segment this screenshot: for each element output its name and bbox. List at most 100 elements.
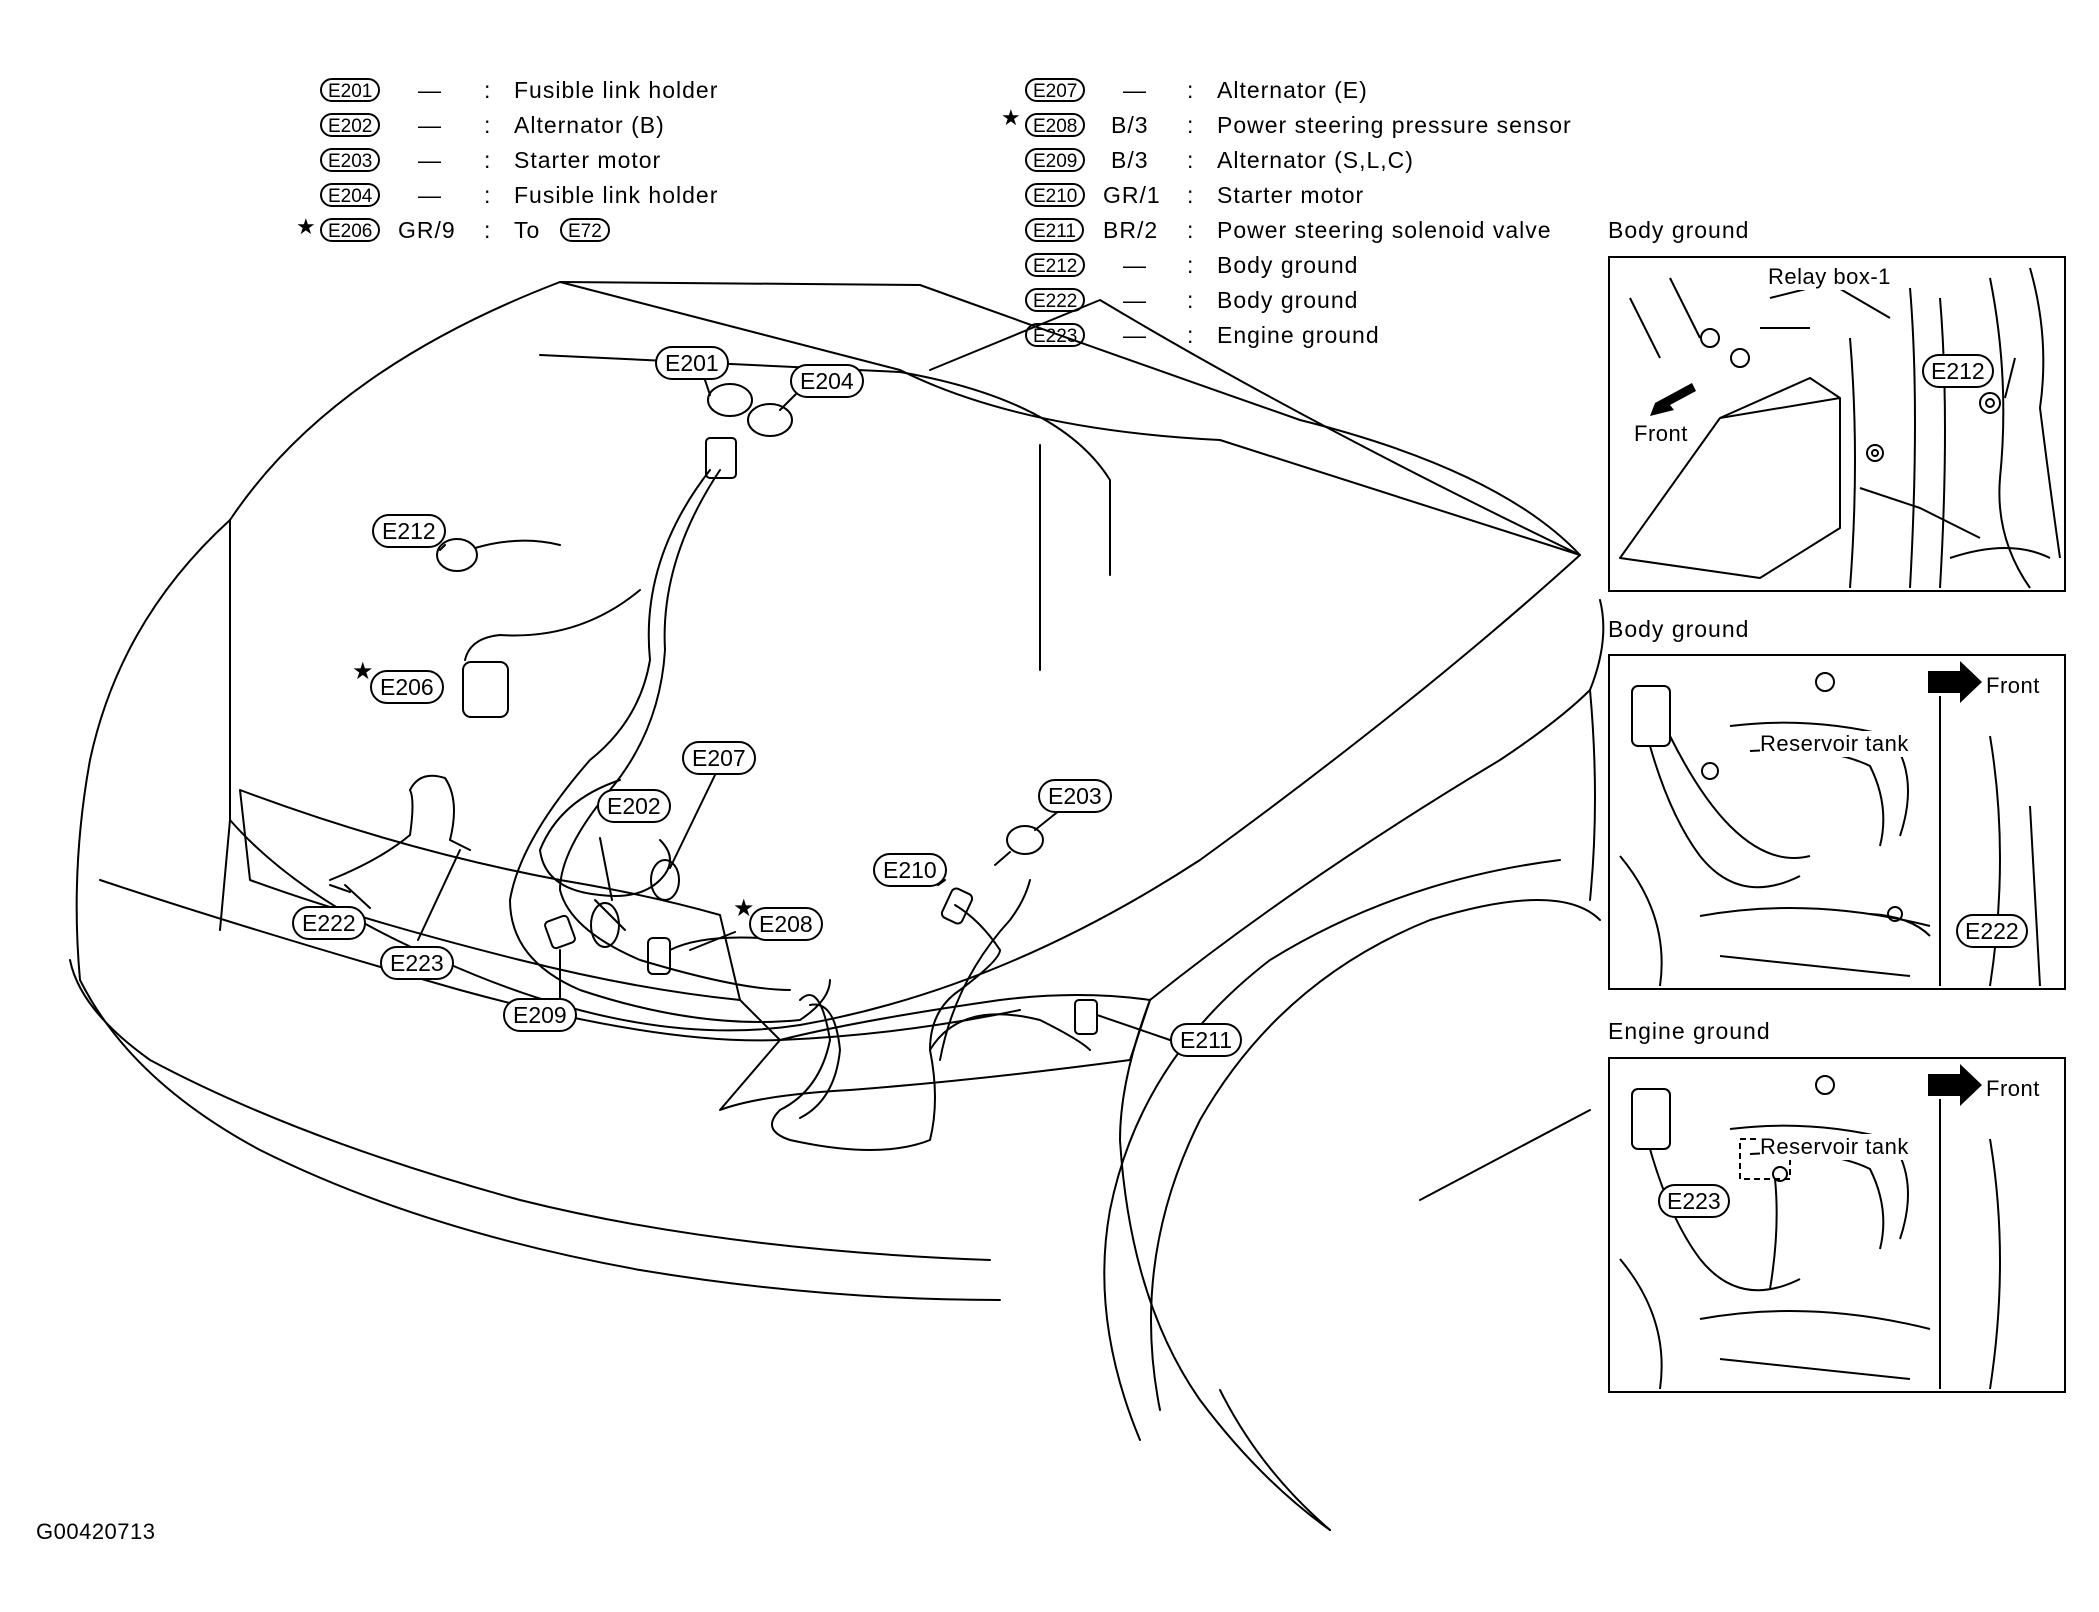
callout-e212: E212 — [372, 514, 446, 548]
figure-id: G00420713 — [36, 1519, 156, 1544]
connector-code: E203 — [320, 148, 381, 172]
legend-row-e223: E223 — : Engine ground — [1025, 319, 1585, 351]
legend-row-e211: E211 BR/2 : Power steering solenoid valv… — [1025, 214, 1585, 246]
separator: : — [1187, 321, 1195, 348]
connector-description: Alternator (S,L,C) — [1217, 146, 1414, 173]
separator: : — [1187, 216, 1195, 243]
separator: : — [1187, 76, 1195, 103]
callout-e207: E207 — [682, 741, 756, 775]
inset-body-ground-e222: Front Reservoir tank E222 — [1608, 654, 2066, 990]
separator: : — [1187, 146, 1195, 173]
connector-code: E212 — [1025, 253, 1086, 277]
connector-description: Power steering pressure sensor — [1217, 111, 1572, 138]
fender-line — [1149, 689, 1591, 1001]
wire-color: — — [1123, 321, 1147, 348]
separator: : — [1187, 111, 1195, 138]
connector-code: E209 — [1025, 148, 1086, 172]
inset-title: Engine ground — [1608, 1018, 1771, 1044]
connector-description: Body ground — [1217, 251, 1359, 278]
legend-row-e208: ★ E208 B/3 : Power steering pressure sen… — [1001, 105, 1585, 141]
wire-color: B/3 — [1111, 146, 1149, 173]
separator: : — [484, 111, 492, 138]
connector-code: E210 — [1025, 183, 1086, 207]
inset-drawing — [1619, 267, 2061, 589]
connector-description: Alternator (B) — [514, 111, 665, 138]
hood-ridge — [539, 354, 1111, 576]
legend-row-e222: E222 — : Body ground — [1025, 284, 1585, 316]
inset-engine-ground-e223: Front Reservoir tank E223 — [1608, 1057, 2066, 1393]
wheel — [1150, 899, 1601, 1411]
legend-row-e201: E201 — : Fusible link holder — [320, 74, 760, 106]
wire-color: — — [418, 111, 442, 138]
legend-row-e206: ★ E206 GR/9 : To E72 — [296, 214, 760, 246]
separator: : — [1187, 286, 1195, 313]
connector-code: E202 — [320, 113, 381, 137]
separator: : — [1187, 251, 1195, 278]
harness-trunk — [509, 469, 831, 1023]
legend-row-e204: E204 — : Fusible link holder — [320, 179, 760, 211]
inset-drawing — [1619, 1064, 2001, 1390]
callout-e203: E203 — [1038, 779, 1112, 813]
wire-color: — — [1123, 286, 1147, 313]
legend-row-e210: E210 GR/1 : Starter motor — [1025, 179, 1585, 211]
front-arrow-icon — [1928, 661, 1982, 703]
leader-lines — [344, 379, 1176, 1041]
inset-callout-e212: E212 — [1922, 354, 1994, 388]
inset-callout-e222: E222 — [1956, 914, 2028, 948]
connector-description: Starter motor — [1217, 181, 1365, 208]
callout-e201: E201 — [655, 346, 729, 380]
reservoir-tank-label: Reservoir tank — [1760, 1134, 1909, 1160]
callout-e202: E202 — [597, 789, 671, 823]
callout-e204: E204 — [790, 364, 864, 398]
star-marker: ★ — [296, 214, 317, 239]
connector-description: Starter motor — [514, 146, 662, 173]
wire-color: — — [418, 146, 442, 173]
callout-e208: E208 — [749, 907, 823, 941]
wire-color: — — [1123, 76, 1147, 103]
connector-code: E201 — [320, 78, 381, 102]
wire-color: — — [1123, 251, 1147, 278]
separator: : — [484, 146, 492, 173]
legend-row-e209: E209 B/3 : Alternator (S,L,C) — [1025, 144, 1585, 176]
harness-lower-loop — [771, 949, 1001, 1151]
connector-description: Body ground — [1217, 286, 1359, 313]
callout-e209: E209 — [503, 998, 577, 1032]
separator: : — [484, 76, 492, 103]
cowl-line — [919, 284, 1581, 556]
inset-title: Body ground — [1608, 616, 1750, 642]
front-label: Front — [1986, 673, 2040, 699]
wire-color: BR/2 — [1103, 216, 1159, 243]
connector-code: E223 — [1025, 323, 1086, 347]
connector-code: E211 — [1025, 218, 1084, 242]
inset-title: Body ground — [1608, 217, 1750, 243]
legend-row-e203: E203 — : Starter motor — [320, 144, 760, 176]
connector-code: E207 — [1025, 78, 1086, 102]
bumper-outline — [75, 519, 1001, 1301]
wire-color: — — [418, 76, 442, 103]
callout-e210: E210 — [873, 853, 947, 887]
front-label: Front — [1634, 421, 1688, 447]
reservoir-tank-label: Reservoir tank — [1760, 731, 1909, 757]
callout-e206: E206 — [370, 670, 444, 704]
callout-e223: E223 — [380, 946, 454, 980]
front-label: Front — [1986, 1076, 2040, 1102]
wire-color: GR/9 — [398, 216, 456, 243]
separator: : — [1187, 181, 1195, 208]
inset-callout-e223: E223 — [1658, 1184, 1730, 1218]
hood-outline — [229, 281, 1581, 1032]
wire-color: GR/1 — [1103, 181, 1161, 208]
relay-box-label: Relay box-1 — [1768, 264, 1891, 290]
connector-code: E222 — [1025, 288, 1086, 312]
separator: : — [484, 216, 492, 243]
front-arrow-icon — [1650, 383, 1696, 416]
connector-description: To — [514, 216, 541, 243]
connector-description: Fusible link holder — [514, 76, 719, 103]
connector-code: E204 — [320, 183, 381, 207]
separator: : — [484, 181, 492, 208]
callout-e211: E211 — [1170, 1023, 1243, 1057]
headlamp — [719, 994, 1151, 1111]
legend-row-e207: E207 — : Alternator (E) — [1025, 74, 1585, 106]
connector-description: Engine ground — [1217, 321, 1380, 348]
to-connector-code: E72 — [560, 218, 610, 242]
